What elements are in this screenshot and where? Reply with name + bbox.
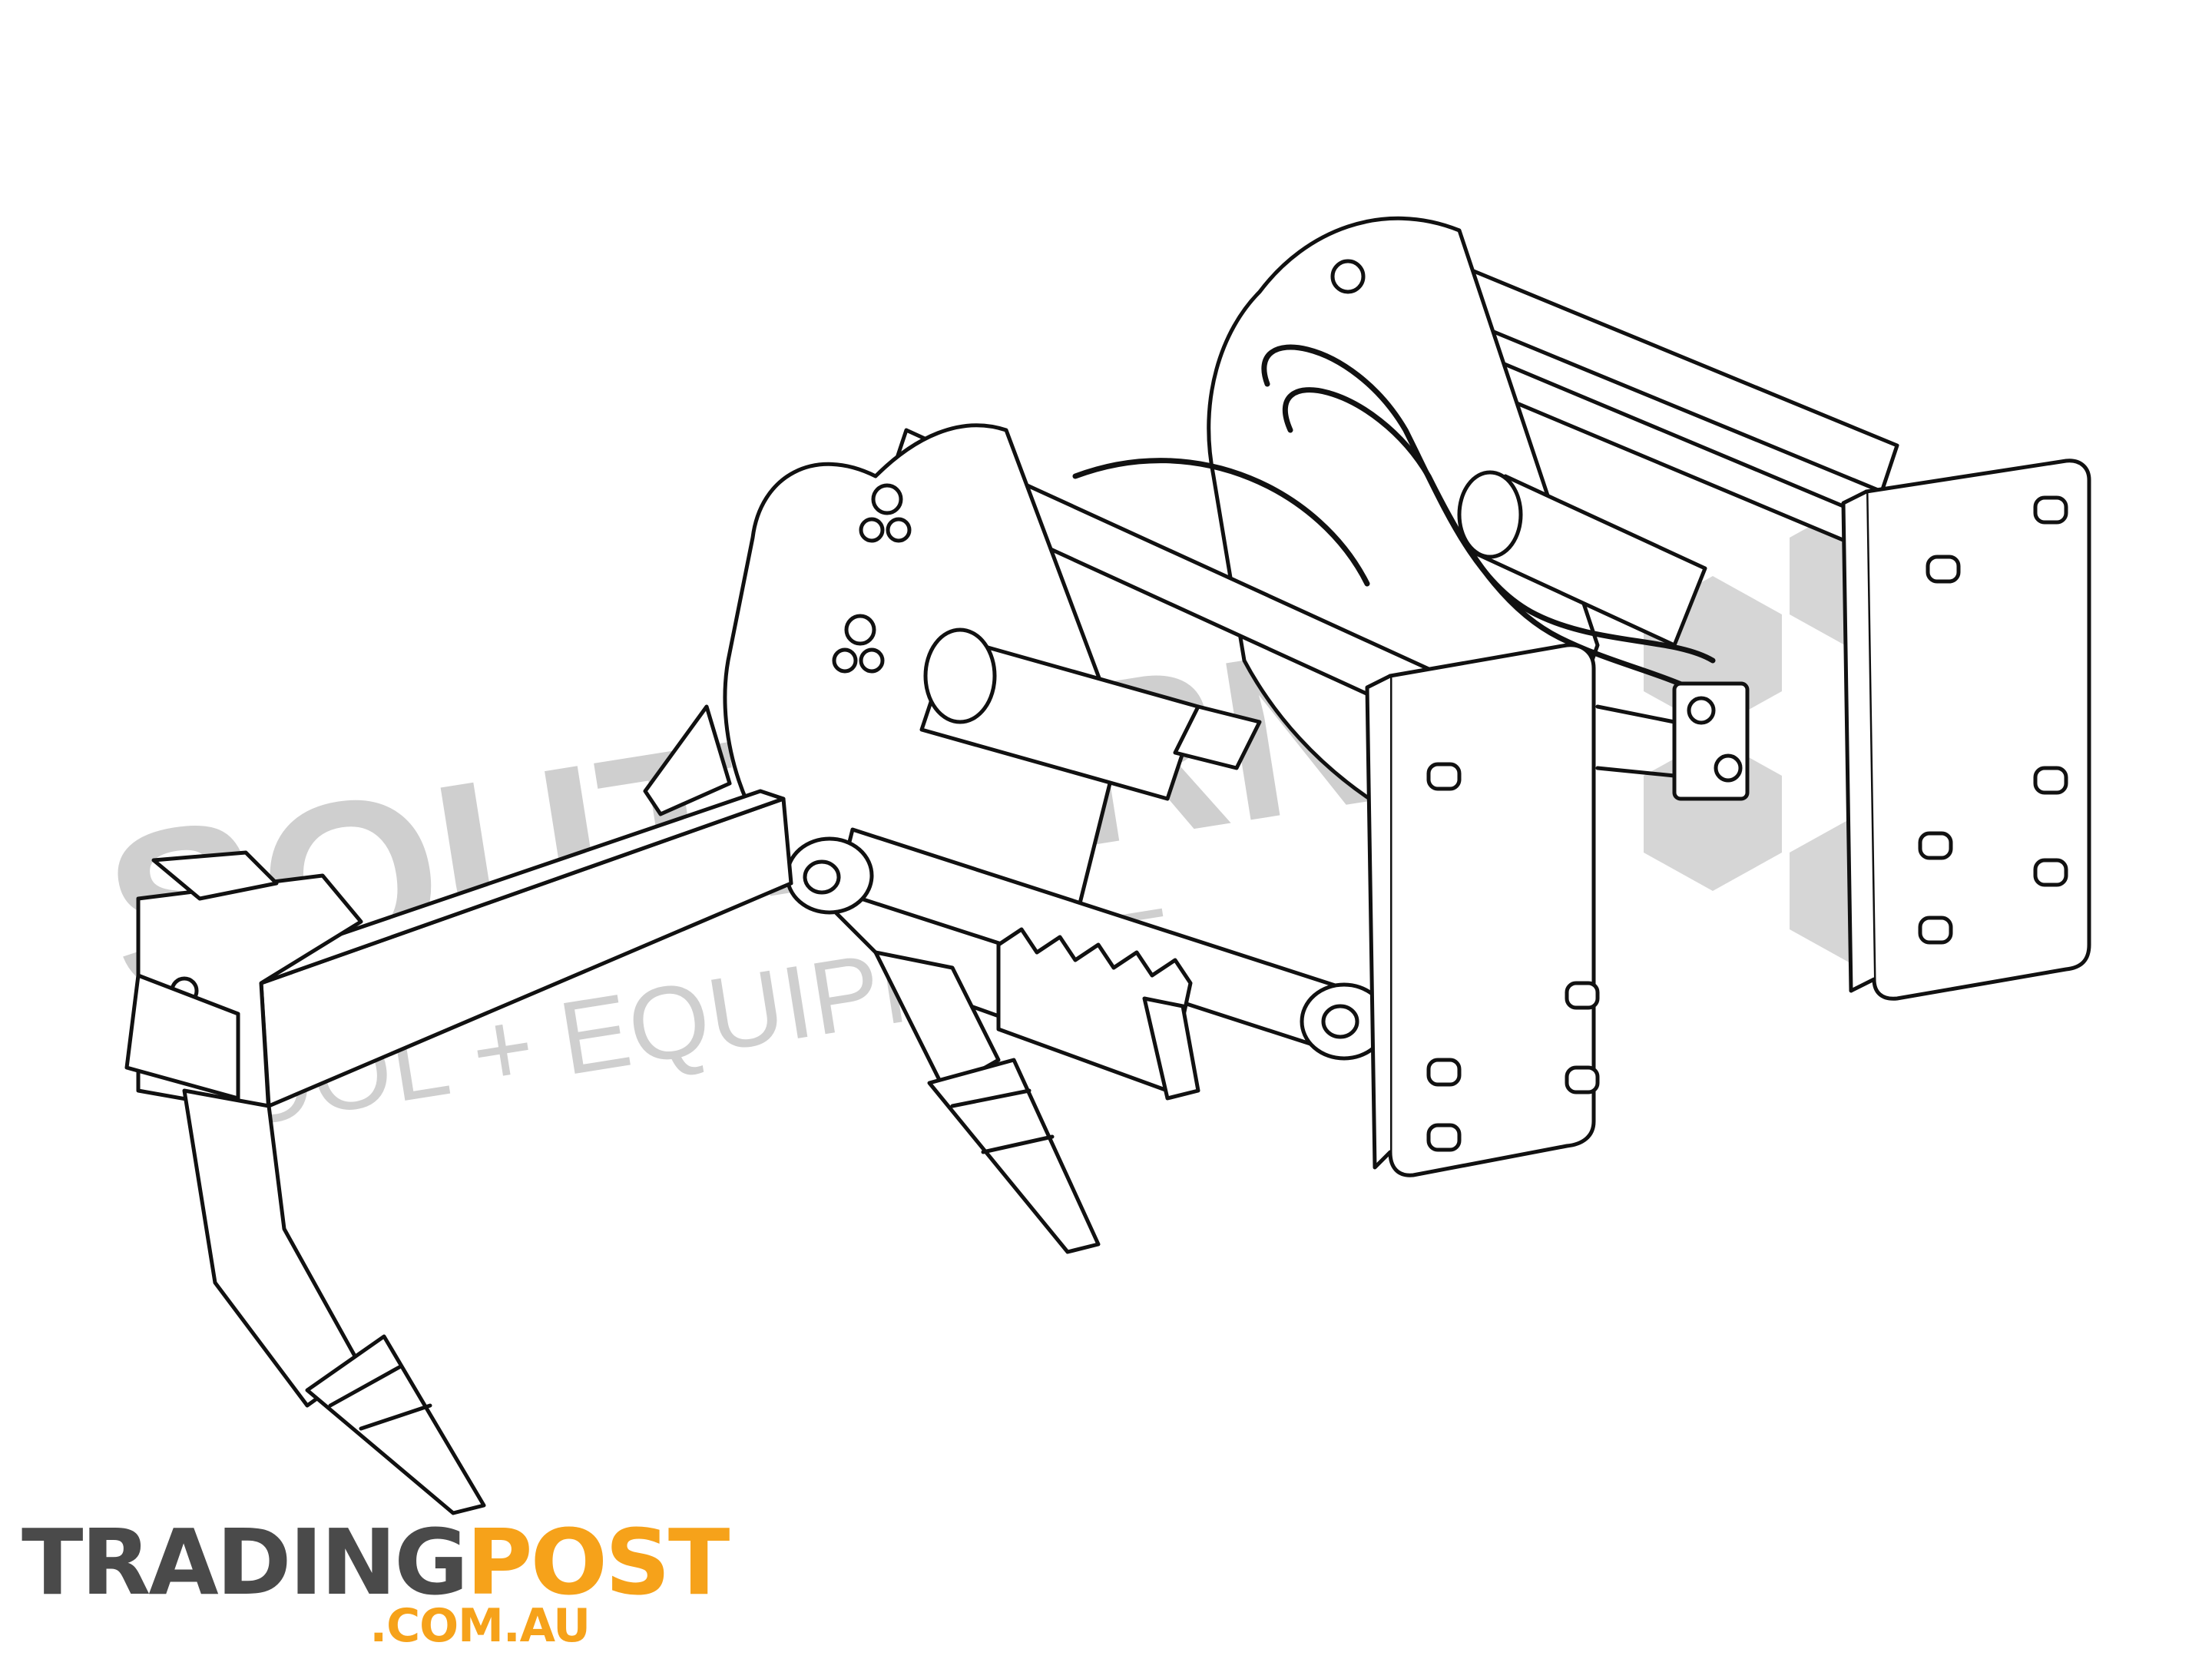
logo-post-text: POST bbox=[466, 1509, 730, 1615]
front-mount-plate bbox=[1388, 643, 1596, 1177]
depth-gauge-bracket bbox=[1142, 996, 1200, 1101]
front-mount-studs bbox=[1426, 762, 1600, 1152]
beam-bracket bbox=[643, 704, 732, 816]
logo-domain-text: .COM.AU bbox=[369, 1599, 591, 1653]
shank-holder-wedge bbox=[124, 973, 240, 1101]
rear-cylinder-end bbox=[1457, 470, 1523, 559]
hydraulic-hose-3 bbox=[1072, 458, 1370, 587]
hydraulic-hose-2 bbox=[1282, 387, 1724, 710]
front-ripper-tooth bbox=[305, 1334, 486, 1515]
rear-mount-plate-edge bbox=[1841, 489, 1876, 993]
logo-trading-text: TRADING bbox=[22, 1509, 469, 1615]
front-cylinder-end bbox=[923, 628, 997, 724]
front-plate-bolts bbox=[832, 483, 912, 674]
front-mount-plate-edge bbox=[1365, 674, 1392, 1170]
middle-ripper-tooth bbox=[927, 1058, 1101, 1254]
rear-mount-plate bbox=[1864, 459, 2091, 1001]
rear-plate-hole-top bbox=[1330, 259, 1366, 294]
tradingpost-logo: TRADINGPOST .COM.AU bbox=[22, 1517, 730, 1653]
middle-shank bbox=[873, 950, 1001, 1093]
rear-mount-studs bbox=[1918, 495, 2068, 945]
front-shank bbox=[182, 1088, 363, 1408]
ripper-drawing bbox=[124, 216, 2091, 1515]
shank-holder-top bbox=[151, 850, 279, 901]
front-cylinder-rod bbox=[1173, 704, 1262, 770]
